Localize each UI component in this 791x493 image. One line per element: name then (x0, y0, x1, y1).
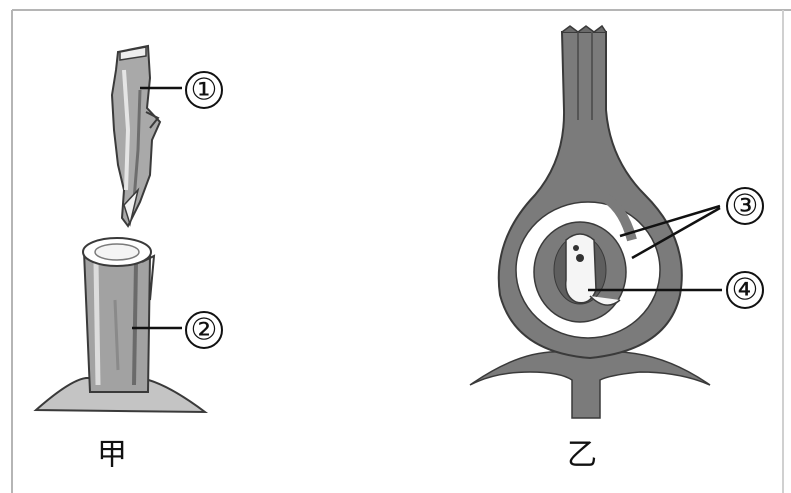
label-1: ① (186, 72, 222, 108)
scion-twig (112, 46, 160, 226)
label-4-text: ④ (732, 273, 759, 308)
label-2-text: ② (191, 313, 218, 348)
grafting-illustration: ① ② 甲 (36, 46, 222, 473)
pistil-illustration: ③ ④ 乙 (470, 26, 763, 473)
label-3: ③ (727, 188, 763, 224)
stock-stump (36, 238, 205, 412)
sepals (470, 352, 710, 418)
label-4: ④ (727, 272, 763, 308)
label-2: ② (186, 312, 222, 348)
label-3-text: ③ (732, 189, 759, 224)
caption-yi: 乙 (567, 438, 597, 473)
caption-jia: 甲 (97, 438, 127, 473)
label-1-text: ① (191, 73, 218, 108)
embryo-sac (566, 234, 596, 303)
